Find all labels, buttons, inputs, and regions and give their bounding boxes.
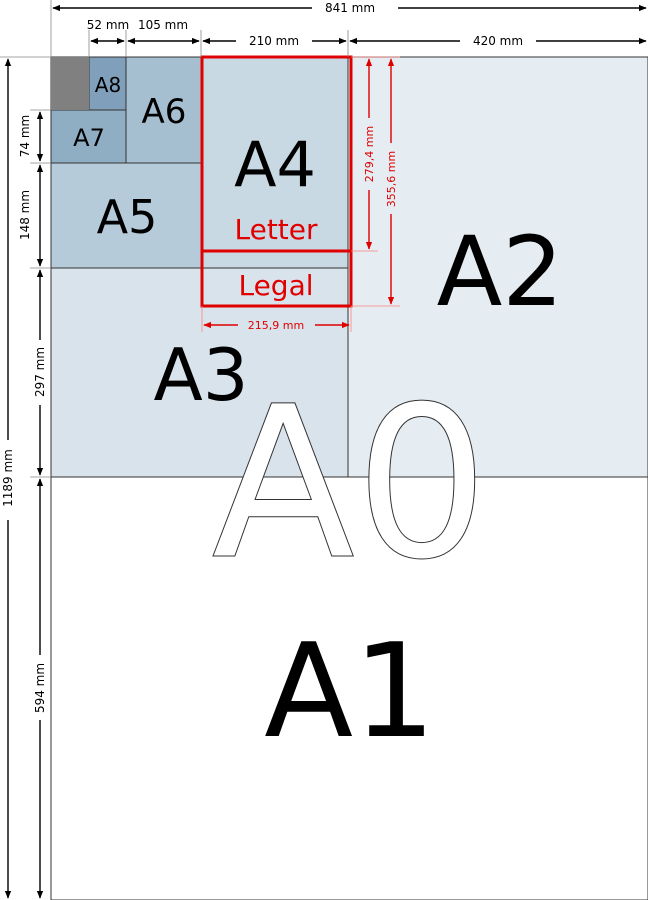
- sheet-a3: [50, 267, 349, 478]
- sheet-a2: [347, 56, 648, 478]
- label-a0: A0: [211, 361, 488, 606]
- us-dimensions: 279,4 mm 355,6 mm 215,9 mm: [201, 56, 400, 332]
- sheet-a6: [125, 56, 202, 164]
- label-a7: A7: [73, 124, 105, 152]
- label-legal: Legal: [238, 269, 313, 302]
- dim-52: 52 mm: [87, 18, 129, 32]
- legal-outline: [200, 55, 353, 308]
- dim-148: 148 mm: [18, 190, 32, 240]
- dim-74: 74 mm: [18, 115, 32, 157]
- dim-legal-height: 355,6 mm: [385, 151, 398, 207]
- label-a8: A8: [95, 73, 121, 97]
- label-letter: Letter: [234, 213, 318, 246]
- sheet-a1: [50, 476, 648, 900]
- top-dimensions: 841 mm 52 mm 105 mm 210 mm 420 mm: [50, 0, 647, 57]
- left-dimensions: 1189 mm 74 mm 148 mm 297 mm 594 mm: [0, 56, 51, 899]
- label-a2: A2: [437, 216, 564, 328]
- sheet-a4: [200, 56, 349, 269]
- sheet-corner: [51, 57, 89, 110]
- label-a1: A1: [264, 615, 436, 767]
- dim-1189: 1189 mm: [1, 449, 15, 507]
- dim-841: 841 mm: [325, 1, 375, 15]
- us-formats-overlay: Letter Legal: [200, 55, 353, 308]
- dim-letter-height: 279,4 mm: [363, 126, 376, 182]
- dim-297: 297 mm: [33, 347, 47, 397]
- sheet-a7: [50, 109, 127, 164]
- sheet-a8: [88, 56, 127, 111]
- label-a5: A5: [97, 190, 158, 244]
- sheet-a5: [50, 162, 202, 269]
- dim-105: 105 mm: [138, 18, 188, 32]
- dim-210: 210 mm: [249, 34, 299, 48]
- dim-594: 594 mm: [33, 663, 47, 713]
- dim-420: 420 mm: [473, 34, 523, 48]
- label-a3: A3: [153, 333, 248, 417]
- dim-us-width: 215,9 mm: [248, 319, 304, 332]
- label-a4: A4: [234, 128, 316, 201]
- label-a6: A6: [142, 92, 187, 132]
